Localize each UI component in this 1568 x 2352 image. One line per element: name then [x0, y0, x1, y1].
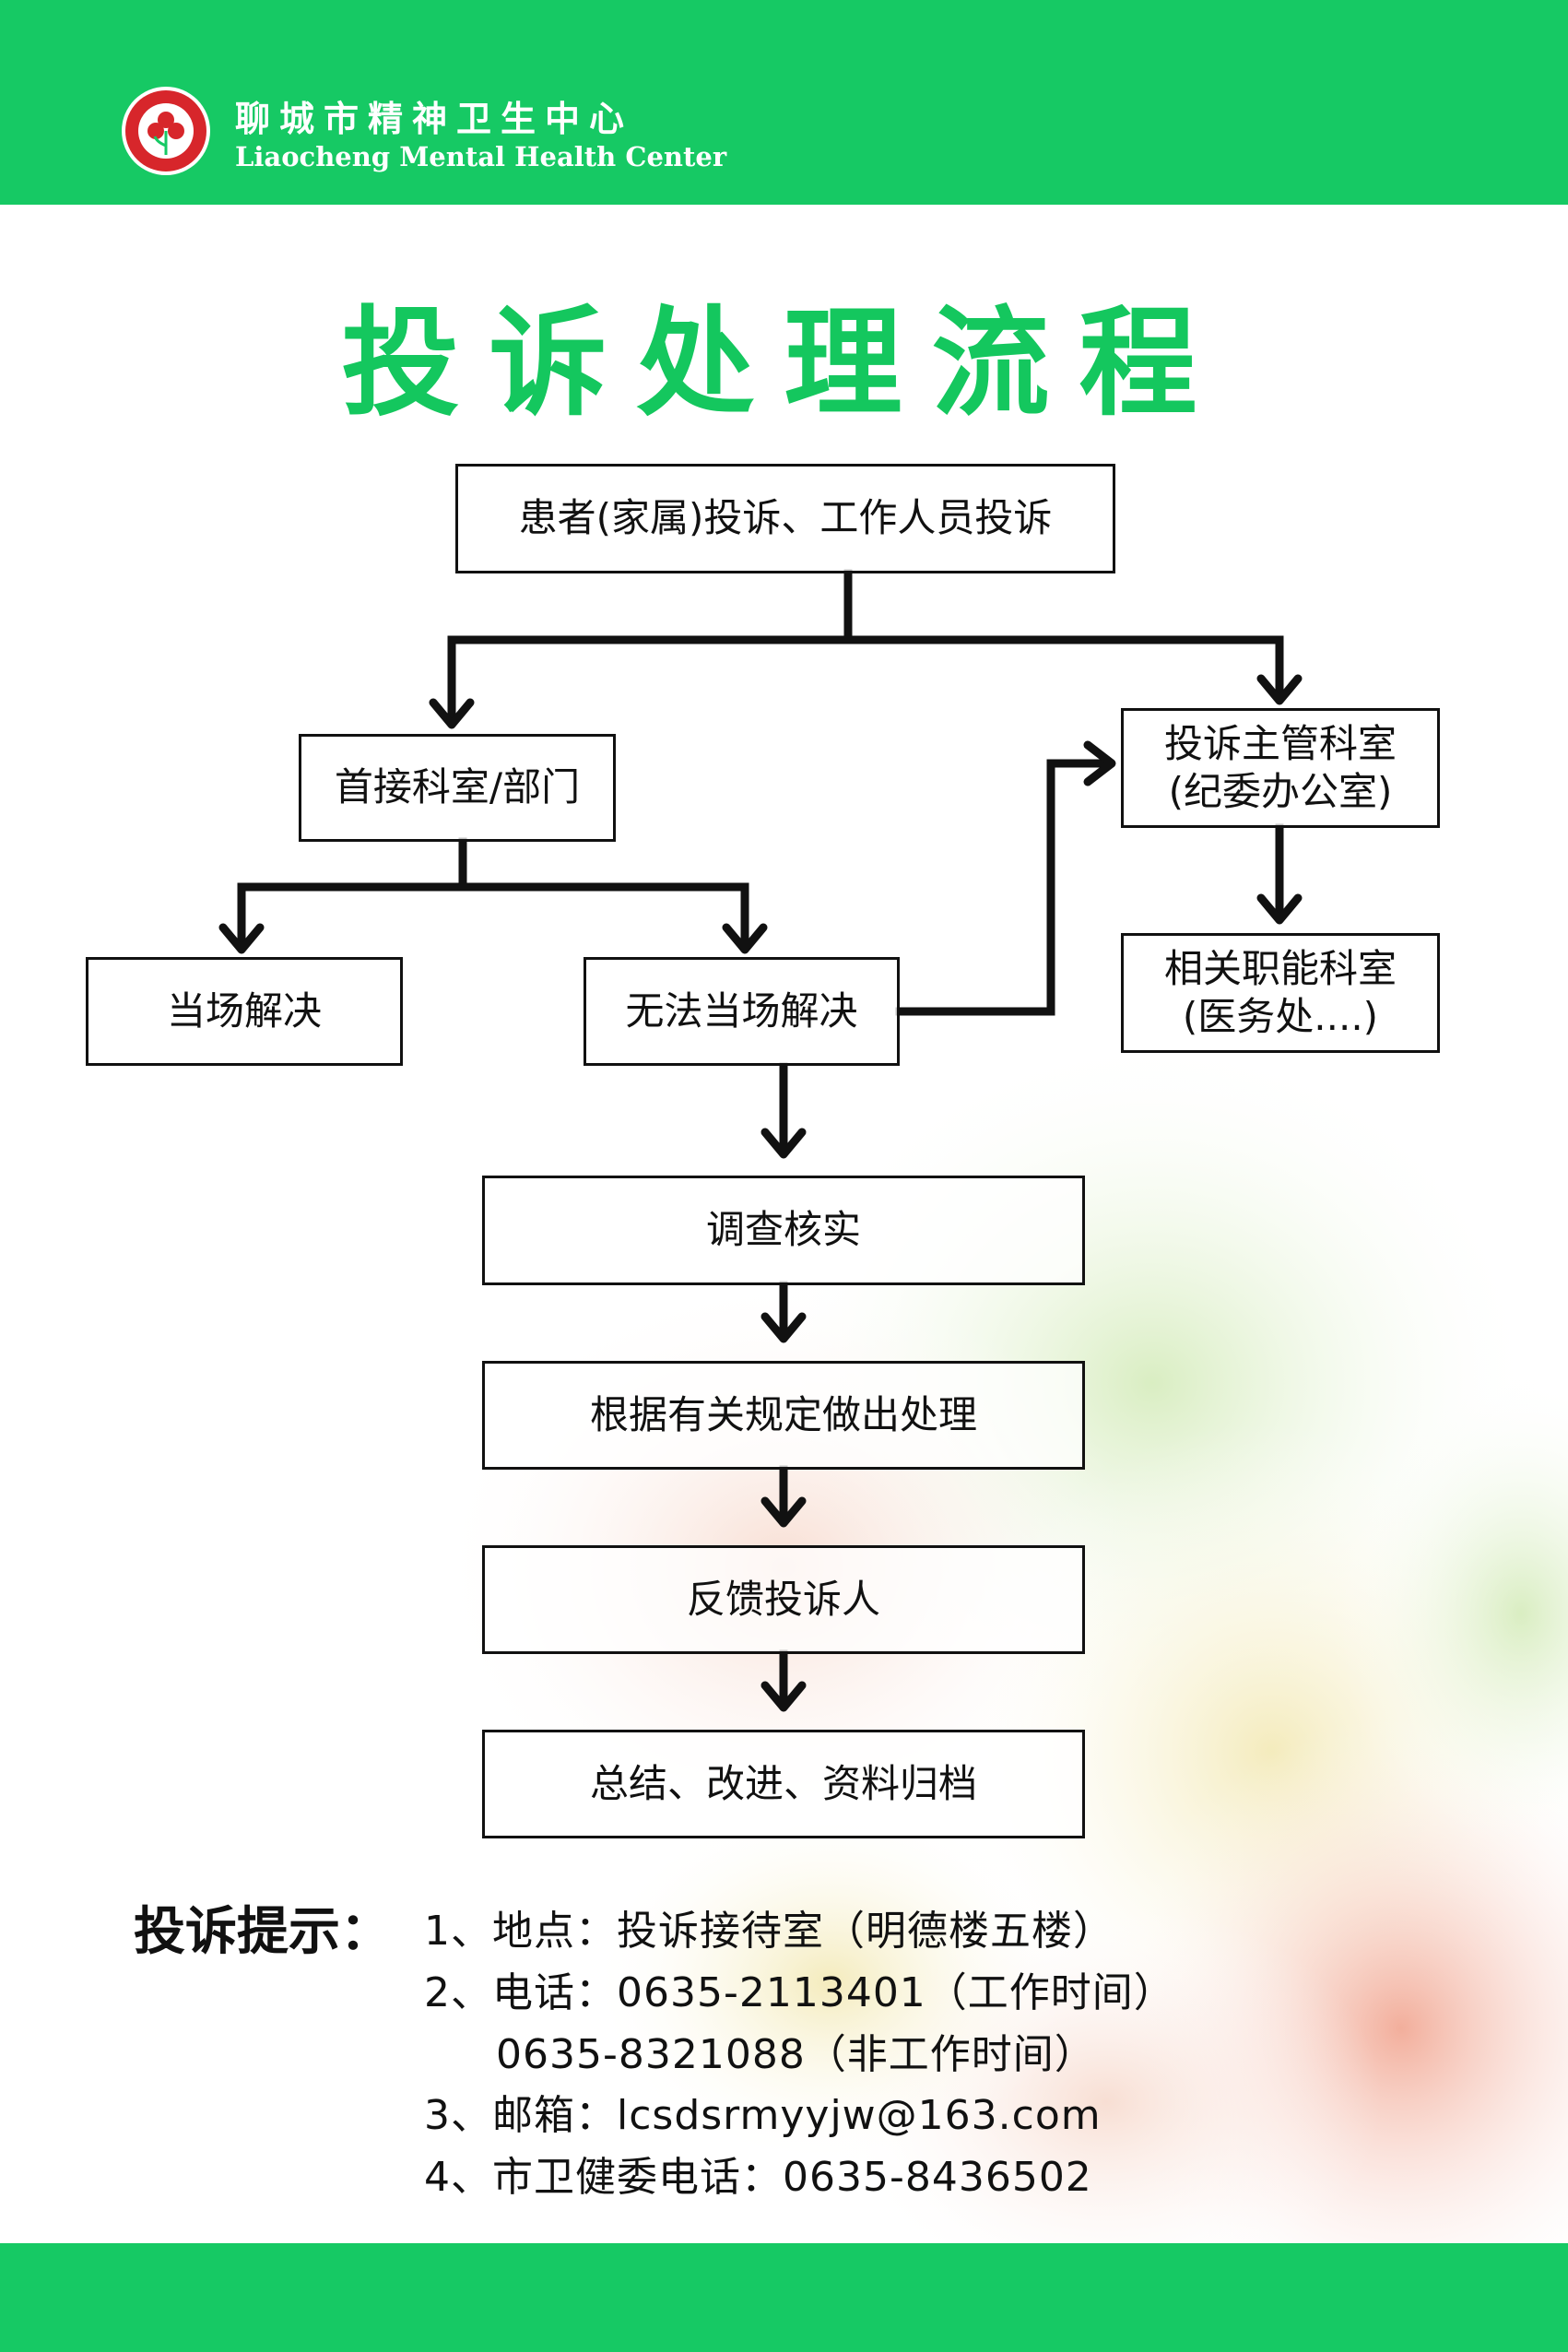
- header-bar: [0, 0, 1568, 205]
- box-summary: 总结、改进、资料归档: [482, 1730, 1085, 1838]
- tip-location: 1、地点：投诉接待室（明德楼五楼）: [424, 1908, 1114, 1955]
- hospital-logo-icon: [122, 87, 210, 175]
- page-title: 投诉处理流程: [341, 295, 1227, 432]
- box-feedback: 反馈投诉人: [482, 1545, 1085, 1654]
- box-unresolved-on-spot: 无法当场解决: [584, 957, 900, 1066]
- box-handle: 根据有关规定做出处理: [482, 1361, 1085, 1470]
- tip-phone-work: 2、电话：0635-2113401（工作时间）: [424, 1969, 1175, 2016]
- org-name-cn: 聊城市精神卫生中心: [235, 99, 634, 139]
- box-first-dept: 首接科室/部门: [299, 734, 616, 842]
- tips-label: 投诉提示：: [134, 1902, 392, 1962]
- box-investigate: 调查核实: [482, 1176, 1085, 1285]
- tip-health-commission-phone: 4、市卫健委电话：0635-8436502: [424, 2154, 1092, 2201]
- org-name-en: Liaocheng Mental Health Center: [235, 141, 727, 172]
- tip-email: 3、邮箱：lcsdsrmyyjw@163.com: [424, 2092, 1102, 2139]
- box-functional-dept: 相关职能科室 (医务处....): [1121, 933, 1440, 1053]
- footer-bar: [0, 2243, 1568, 2352]
- box-resolved-on-spot: 当场解决: [86, 957, 403, 1066]
- box-complaint-source: 患者(家属)投诉、工作人员投诉: [455, 464, 1115, 573]
- tip-phone-offhours: 0635-8321088（非工作时间）: [496, 2031, 1096, 2078]
- box-supervisor-dept: 投诉主管科室 (纪委办公室): [1121, 708, 1440, 828]
